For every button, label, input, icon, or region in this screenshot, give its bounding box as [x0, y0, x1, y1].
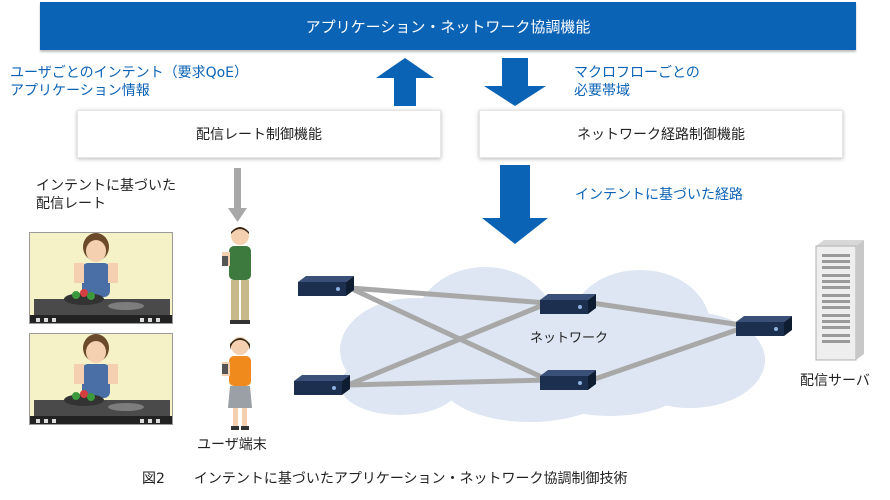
app-network-coordination-banner: アプリケーション・ネットワーク協調機能	[40, 2, 856, 50]
network-switch-icon	[540, 294, 596, 314]
bandwidth-label: マクロフローごとの 必要帯域	[574, 64, 700, 100]
user-intent-label: ユーザごとのインテント（要求QoE） アプリケーション情報	[10, 64, 248, 100]
user-intent-line2: アプリケーション情報	[10, 83, 150, 99]
bandwidth-line1: マクロフローごとの	[574, 65, 700, 81]
cooking-video-illustration	[30, 233, 172, 323]
figure-title: インテントに基づいたアプリケーション・ネットワーク協調制御技術	[193, 471, 628, 487]
user-person-icon	[222, 227, 251, 324]
user-person-icon	[222, 337, 252, 430]
gray-down-arrow-icon	[228, 168, 247, 222]
down-arrow-icon	[484, 58, 546, 106]
intent-rate-line2: 配信レート	[36, 196, 106, 212]
network-switch-icon	[298, 276, 354, 296]
network-label: ネットワーク	[530, 331, 609, 346]
intent-rate-line1: インテントに基づいた	[36, 178, 176, 194]
network-switch-icon	[540, 370, 596, 390]
cooking-video-illustration	[30, 334, 172, 424]
video-thumbnail-1	[29, 232, 173, 324]
network-links	[347, 285, 749, 388]
network-diagram	[294, 267, 792, 422]
rate-control-box: 配信レート制御機能	[77, 110, 441, 158]
server-icon	[815, 240, 864, 361]
route-control-box: ネットワーク経路制御機能	[479, 110, 843, 158]
intent-route-text: インテントに基づいた経路	[575, 187, 743, 203]
bandwidth-line2: 必要帯域	[574, 83, 630, 99]
rate-control-label: 配信レート制御機能	[196, 127, 322, 143]
figure-caption: 図2 インテントに基づいたアプリケーション・ネットワーク協調制御技術	[142, 468, 628, 488]
server-label: 配信サーバ	[800, 373, 870, 389]
banner-label: アプリケーション・ネットワーク協調機能	[305, 17, 591, 36]
intent-route-label: インテントに基づいた経路	[575, 186, 743, 204]
figure-number: 図2	[142, 471, 165, 487]
route-control-label: ネットワーク経路制御機能	[577, 127, 745, 143]
user-terminal-label: ユーザ端末	[197, 437, 267, 453]
up-arrow-icon	[376, 58, 434, 106]
network-switch-icon	[736, 316, 792, 336]
intent-rate-label: インテントに基づいた 配信レート	[36, 177, 176, 213]
user-intent-line1: ユーザごとのインテント（要求QoE）	[10, 65, 249, 81]
network-switch-icon	[294, 375, 350, 395]
intent-route-arrow-icon	[482, 165, 548, 244]
video-thumbnail-2	[29, 333, 173, 425]
